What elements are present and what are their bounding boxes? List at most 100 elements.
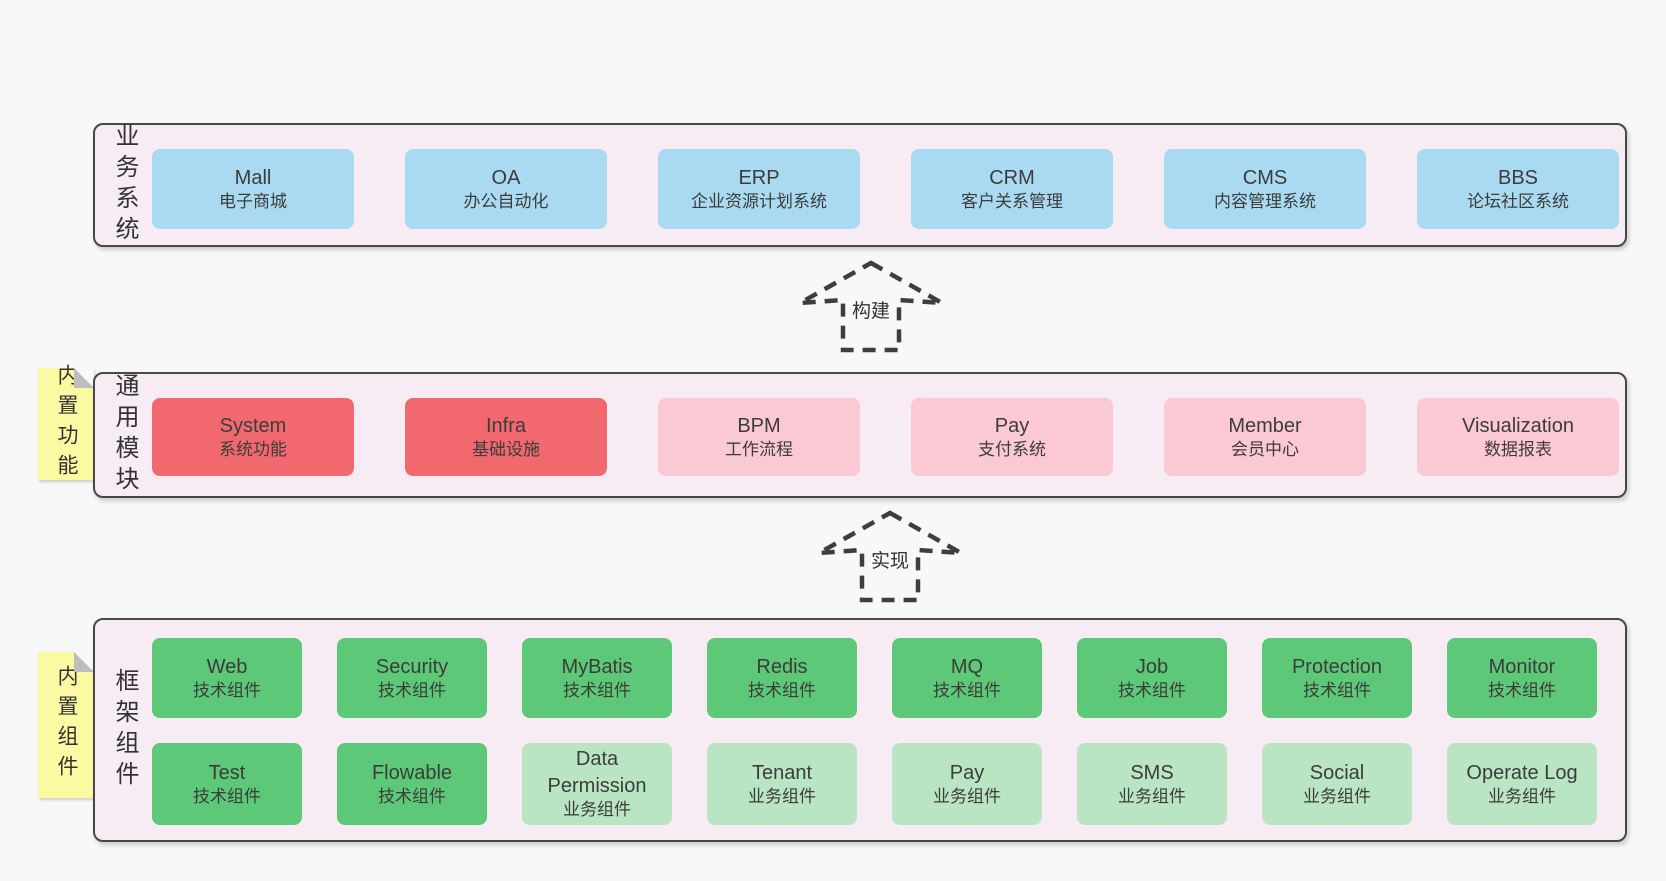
module-desc: 业务组件	[748, 786, 816, 806]
box-row: Web 技术组件 Security 技术组件 MyBatis 技术组件 Redi…	[152, 638, 1597, 718]
module-desc: 数据报表	[1484, 439, 1552, 459]
module-desc: 论坛社区系统	[1467, 191, 1569, 211]
module-name: Redis	[756, 655, 808, 678]
module-desc: 办公自动化	[463, 191, 549, 211]
module-desc: 系统功能	[219, 439, 287, 459]
module-name: Data Permission	[547, 748, 647, 797]
box-row: Test 技术组件 Flowable 技术组件 Data Permission …	[152, 743, 1597, 825]
module-name: Security	[375, 655, 449, 678]
module-name: BPM	[737, 414, 781, 437]
module-box: Web 技术组件	[152, 638, 302, 718]
module-name: Mall	[234, 166, 272, 189]
module-name: Flowable	[371, 761, 453, 784]
module-name: BBS	[1497, 166, 1539, 189]
arrow-label: 构建	[847, 295, 895, 324]
module-box: MyBatis 技术组件	[522, 638, 672, 718]
module-desc: 电子商城	[219, 191, 287, 211]
module-desc: 业务组件	[563, 800, 631, 820]
module-name: MQ	[950, 655, 984, 678]
module-box: System 系统功能	[152, 398, 354, 476]
module-desc: 技术组件	[193, 786, 261, 806]
module-desc: 内容管理系统	[1214, 191, 1316, 211]
module-desc: 支付系统	[978, 439, 1046, 459]
module-desc: 企业资源计划系统	[691, 191, 827, 211]
box-rows: Mall 电子商城 OA 办公自动化 ERP 企业资源计划系统 CRM 客户关系…	[152, 125, 1621, 245]
module-box: Operate Log 业务组件	[1447, 743, 1597, 825]
dashed-up-arrow-icon	[798, 260, 944, 353]
module-desc: 客户关系管理	[961, 191, 1063, 211]
dashed-up-arrow-icon	[817, 510, 963, 603]
module-box: Infra 基础设施	[405, 398, 607, 476]
module-name: CMS	[1242, 166, 1288, 189]
module-box: Visualization 数据报表	[1417, 398, 1619, 476]
module-name: Visualization	[1462, 414, 1574, 437]
module-box: Protection 技术组件	[1262, 638, 1412, 718]
module-box: CMS 内容管理系统	[1164, 149, 1366, 229]
layer-label: 业务系统	[111, 123, 138, 247]
module-name: ERP	[738, 166, 780, 189]
box-row: Mall 电子商城 OA 办公自动化 ERP 企业资源计划系统 CRM 客户关系…	[152, 149, 1619, 229]
sticky-note-label: 内置组件	[55, 665, 78, 785]
layer-label: 框架组件	[111, 668, 138, 792]
module-box: Social 业务组件	[1262, 743, 1412, 825]
box-rows: System 系统功能 Infra 基础设施 BPM 工作流程 Pay 支付系统…	[152, 374, 1621, 496]
module-desc: 技术组件	[1488, 680, 1556, 700]
module-box: BBS 论坛社区系统	[1417, 149, 1619, 229]
module-name: OA	[491, 166, 521, 189]
module-name: Test	[208, 761, 246, 784]
module-name: Infra	[485, 414, 527, 437]
module-box: SMS 业务组件	[1077, 743, 1227, 825]
module-box: BPM 工作流程	[658, 398, 860, 476]
module-box: Flowable 技术组件	[337, 743, 487, 825]
build-arrow: 构建	[796, 259, 946, 354]
module-box: Security 技术组件	[337, 638, 487, 718]
module-desc: 业务组件	[933, 786, 1001, 806]
module-desc: 技术组件	[193, 680, 261, 700]
module-desc: 业务组件	[1303, 786, 1371, 806]
module-desc: 技术组件	[1118, 680, 1186, 700]
module-desc: 业务组件	[1118, 786, 1186, 806]
module-box: Data Permission 业务组件	[522, 743, 672, 825]
module-name: Job	[1135, 655, 1169, 678]
module-name: Pay	[949, 761, 985, 784]
module-name: Operate Log	[1466, 761, 1578, 784]
module-box: Tenant 业务组件	[707, 743, 857, 825]
module-name: Tenant	[751, 761, 813, 784]
box-rows: Web 技术组件 Security 技术组件 MyBatis 技术组件 Redi…	[152, 620, 1621, 840]
module-desc: 技术组件	[748, 680, 816, 700]
box-row: System 系统功能 Infra 基础设施 BPM 工作流程 Pay 支付系统…	[152, 398, 1619, 476]
module-box: Mall 电子商城	[152, 149, 354, 229]
module-box: Test 技术组件	[152, 743, 302, 825]
module-box: MQ 技术组件	[892, 638, 1042, 718]
module-desc: 技术组件	[1303, 680, 1371, 700]
module-desc: 技术组件	[378, 786, 446, 806]
module-box: Pay 支付系统	[911, 398, 1113, 476]
module-name: Monitor	[1488, 655, 1556, 678]
module-desc: 技术组件	[933, 680, 1001, 700]
sticky-note: 内置功能	[38, 364, 94, 484]
implement-arrow: 实现	[815, 509, 965, 604]
arrow-label: 实现	[866, 545, 914, 574]
module-name: MyBatis	[561, 655, 633, 678]
module-name: Member	[1228, 414, 1302, 437]
module-name: System	[219, 414, 287, 437]
module-desc: 会员中心	[1231, 439, 1299, 459]
module-box: Job 技术组件	[1077, 638, 1227, 718]
layer-label: 通用模块	[111, 373, 138, 497]
module-name: Pay	[994, 414, 1030, 437]
module-desc: 基础设施	[472, 439, 540, 459]
module-name: Web	[206, 655, 248, 678]
module-box: OA 办公自动化	[405, 149, 607, 229]
sticky-note-label: 内置功能	[55, 364, 78, 484]
module-name: CRM	[989, 166, 1035, 189]
module-name: Protection	[1291, 655, 1383, 678]
module-desc: 业务组件	[1488, 786, 1556, 806]
module-box: Redis 技术组件	[707, 638, 857, 718]
module-box: Member 会员中心	[1164, 398, 1366, 476]
module-box: Pay 业务组件	[892, 743, 1042, 825]
module-desc: 技术组件	[563, 680, 631, 700]
module-box: CRM 客户关系管理	[911, 149, 1113, 229]
